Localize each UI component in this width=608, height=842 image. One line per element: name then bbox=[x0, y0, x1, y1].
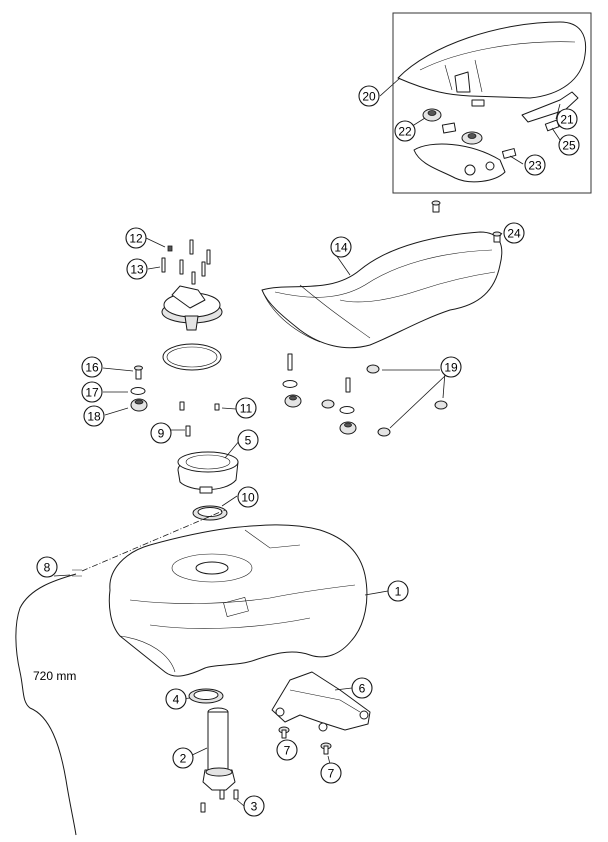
callout-21: 21 bbox=[556, 108, 578, 130]
svg-text:19: 19 bbox=[444, 361, 458, 375]
callout-9: 9 bbox=[150, 422, 172, 444]
fuel-pump-seal bbox=[188, 688, 224, 704]
callout-3: 3 bbox=[243, 795, 265, 817]
callout-20: 20 bbox=[358, 85, 380, 107]
svg-text:7: 7 bbox=[284, 744, 291, 758]
svg-text:7: 7 bbox=[328, 767, 335, 781]
filler-seal bbox=[192, 505, 228, 521]
tank-bracket bbox=[271, 671, 371, 732]
left-fasteners bbox=[130, 365, 220, 437]
svg-text:20: 20 bbox=[362, 90, 376, 104]
pump-screws bbox=[200, 789, 239, 813]
fuel-pump bbox=[202, 707, 236, 791]
svg-text:6: 6 bbox=[359, 682, 366, 696]
filler-cap-screws bbox=[161, 239, 211, 285]
hose-length-label: 720 mm bbox=[33, 669, 76, 683]
svg-text:24: 24 bbox=[507, 227, 521, 241]
svg-text:14: 14 bbox=[334, 241, 348, 255]
callout-14: 14 bbox=[330, 236, 352, 258]
callout-24: 24 bbox=[503, 222, 525, 244]
svg-text:5: 5 bbox=[245, 434, 252, 448]
callout-18: 18 bbox=[83, 405, 105, 427]
hose-routing-line bbox=[81, 509, 226, 572]
callout-17: 17 bbox=[81, 381, 103, 403]
svg-text:12: 12 bbox=[129, 232, 143, 246]
svg-text:25: 25 bbox=[562, 139, 576, 153]
right-fasteners bbox=[282, 353, 448, 437]
callout-6: 6 bbox=[351, 677, 373, 699]
seat-fasteners bbox=[431, 200, 502, 243]
svg-text:3: 3 bbox=[251, 800, 258, 814]
callout-11: 11 bbox=[235, 397, 257, 419]
svg-text:11: 11 bbox=[240, 402, 253, 416]
callout-19: 19 bbox=[440, 356, 462, 378]
svg-text:21: 21 bbox=[560, 113, 574, 127]
callout-10: 10 bbox=[237, 486, 259, 508]
svg-text:8: 8 bbox=[44, 561, 51, 575]
svg-text:17: 17 bbox=[85, 386, 99, 400]
breather-hose bbox=[15, 569, 82, 836]
callout-4: 4 bbox=[165, 688, 187, 710]
svg-text:4: 4 bbox=[173, 693, 180, 707]
rear-seat-cowl bbox=[397, 21, 587, 99]
inset-frame bbox=[392, 12, 592, 194]
callout-16: 16 bbox=[81, 356, 103, 378]
filler-neck bbox=[177, 451, 239, 494]
svg-text:18: 18 bbox=[87, 410, 101, 424]
svg-text:23: 23 bbox=[528, 159, 542, 173]
svg-text:2: 2 bbox=[180, 752, 187, 766]
inset-small-parts bbox=[413, 91, 579, 183]
callout-7-right: 7 bbox=[320, 762, 342, 784]
filler-cap bbox=[161, 285, 223, 371]
svg-text:9: 9 bbox=[158, 427, 165, 441]
fuel-tank bbox=[108, 524, 368, 677]
svg-text:1: 1 bbox=[395, 585, 402, 599]
callout-12: 12 bbox=[125, 227, 147, 249]
svg-text:13: 13 bbox=[130, 263, 144, 277]
callout-23: 23 bbox=[524, 154, 546, 176]
callout-13: 13 bbox=[126, 258, 148, 280]
callout-25: 25 bbox=[558, 134, 580, 156]
callout-2: 2 bbox=[172, 747, 194, 769]
callout-8: 8 bbox=[36, 556, 58, 578]
svg-text:16: 16 bbox=[85, 361, 99, 375]
callout-5: 5 bbox=[237, 429, 259, 451]
svg-text:10: 10 bbox=[241, 491, 255, 505]
bracket-fasteners bbox=[278, 726, 332, 755]
callout-1: 1 bbox=[387, 580, 409, 602]
callout-7-left: 7 bbox=[276, 739, 298, 761]
callout-22: 22 bbox=[394, 120, 416, 142]
svg-text:22: 22 bbox=[398, 125, 412, 139]
rider-seat bbox=[261, 231, 503, 349]
